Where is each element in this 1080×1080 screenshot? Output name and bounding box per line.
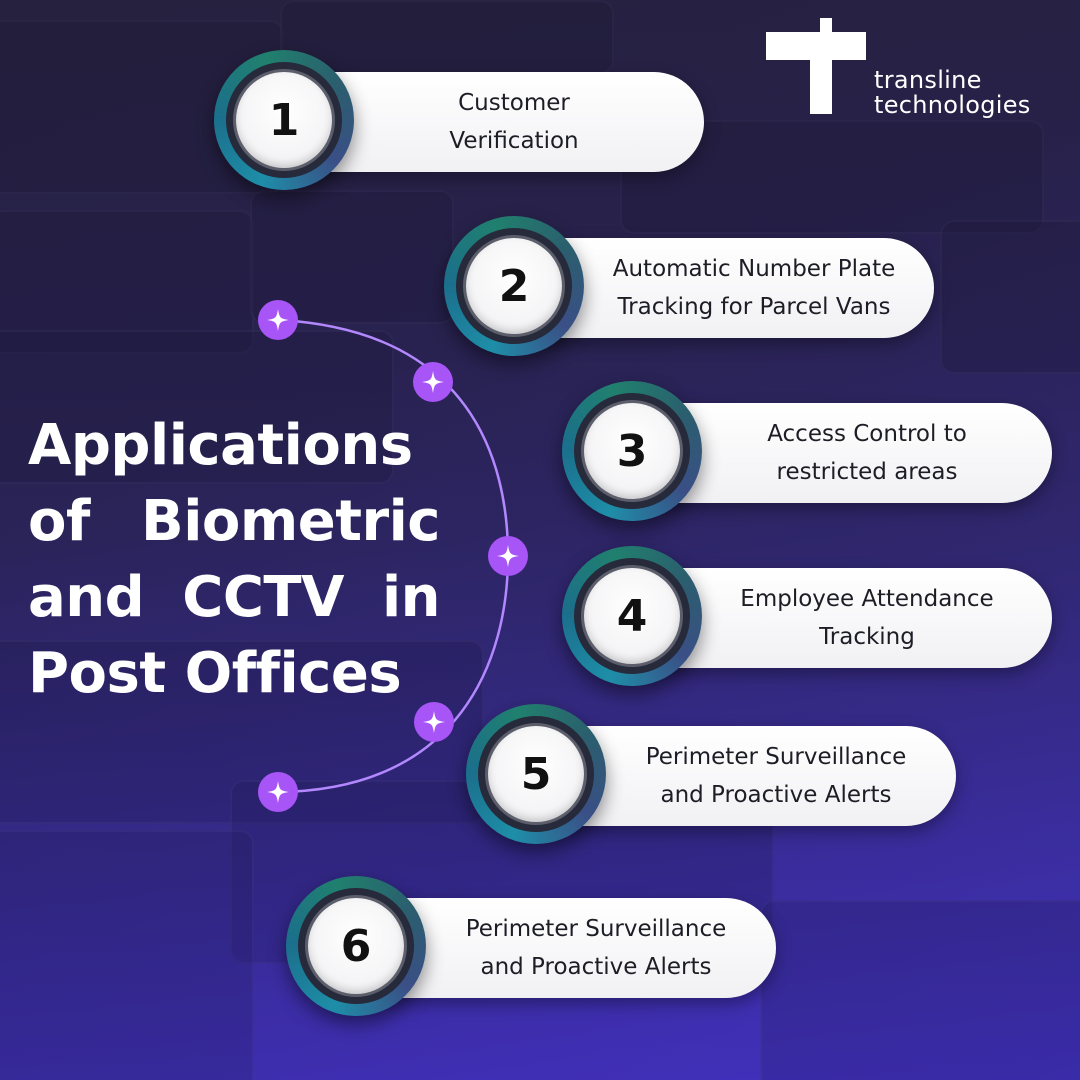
sparkle-icon	[413, 362, 453, 402]
item-number: 3	[616, 425, 648, 477]
logo-wordmark: transline technologies	[874, 68, 1031, 118]
number-badge: 6	[286, 876, 426, 1016]
page-title: Applications of Biometric and CCTV in Po…	[28, 413, 441, 706]
number-badge: 5	[466, 704, 606, 844]
sparkle-icon	[258, 300, 298, 340]
logo-line-1: transline	[874, 66, 982, 94]
number-badge: 1	[214, 50, 354, 190]
number-badge: 2	[444, 216, 584, 356]
item-number: 2	[498, 260, 530, 312]
brand-logo: transline technologies	[760, 18, 1060, 128]
sparkle-icon	[414, 702, 454, 742]
item-number: 5	[520, 748, 552, 800]
sparkle-icon	[258, 772, 298, 812]
item-number: 4	[616, 590, 648, 642]
logo-line-2: technologies	[874, 91, 1031, 119]
logo-mark-icon	[766, 18, 866, 114]
sparkle-icon	[488, 536, 528, 576]
number-badge: 4	[562, 546, 702, 686]
item-number: 1	[268, 94, 300, 146]
number-badge: 3	[562, 381, 702, 521]
item-number: 6	[340, 920, 372, 972]
